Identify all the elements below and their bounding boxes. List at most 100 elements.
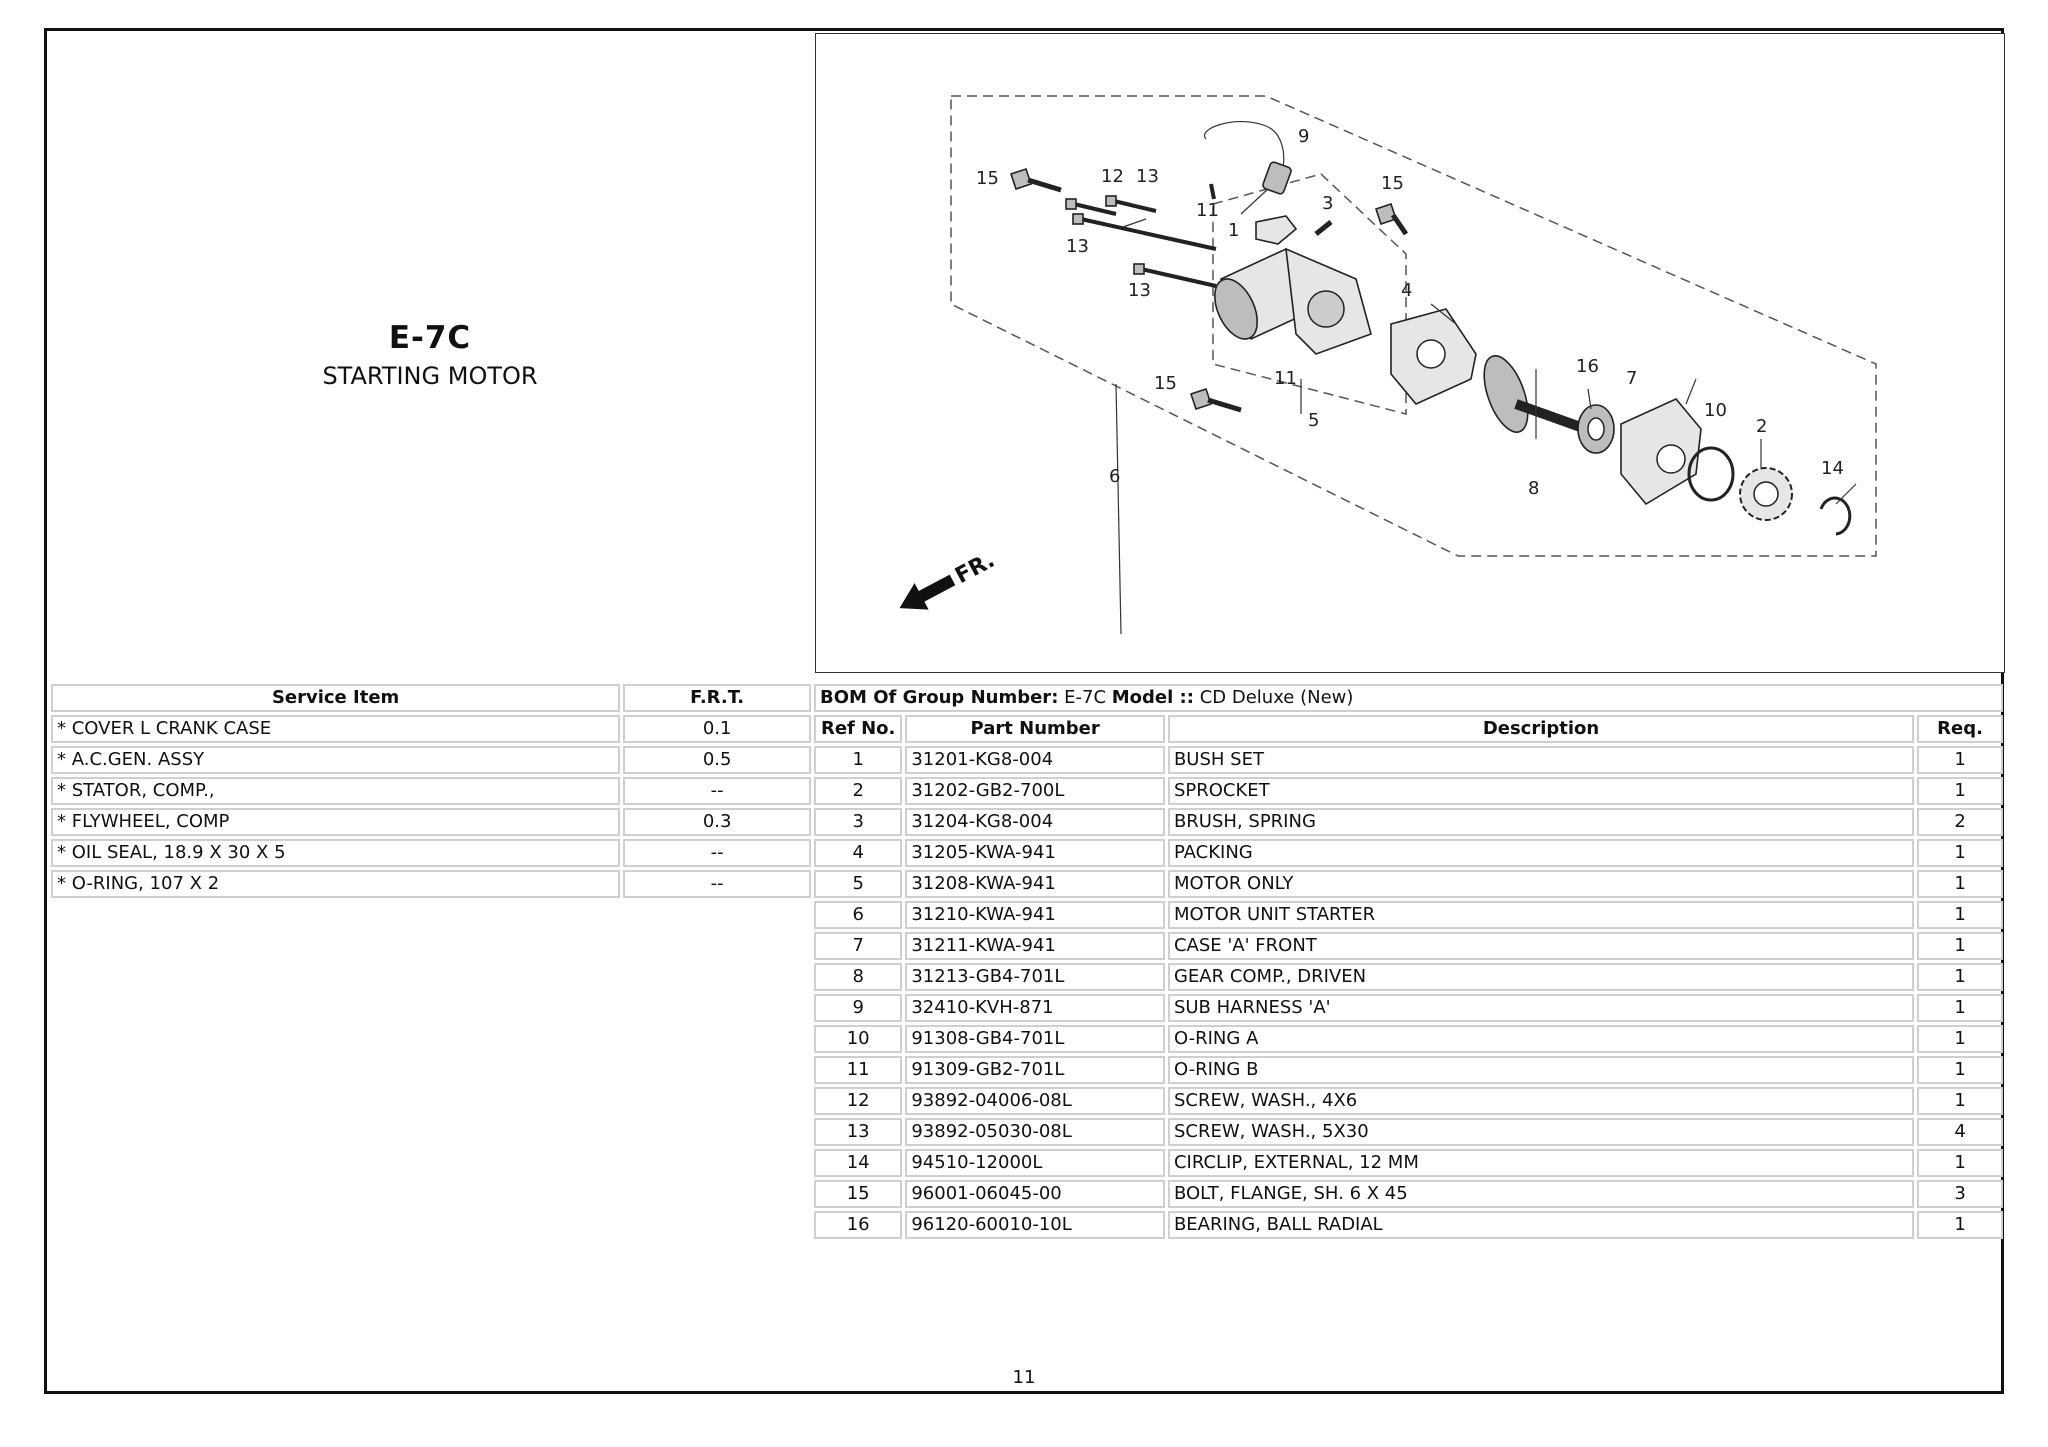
- service-item-header: Service Item: [51, 684, 621, 712]
- table-row: * A.C.GEN. ASSY 0.5: [51, 746, 811, 774]
- ref-no: 16: [814, 1211, 903, 1239]
- description: BRUSH, SPRING: [1167, 808, 1915, 836]
- callout-15-a: 15: [976, 168, 999, 189]
- callout-13-c: 13: [1066, 236, 1089, 257]
- ref-no: 4: [814, 839, 903, 867]
- front-arrow-label: FR.: [951, 548, 999, 589]
- table-row: * STATOR, COMP., --: [51, 777, 811, 805]
- description-header: Description: [1167, 715, 1915, 743]
- description: PACKING: [1167, 839, 1915, 867]
- service-item: * COVER L CRANK CASE: [51, 715, 621, 743]
- bearing-16: [1577, 404, 1615, 454]
- frt-value: --: [623, 777, 811, 805]
- part-number: 93892-04006-08L: [905, 1087, 1165, 1115]
- req-qty: 1: [1917, 1149, 2003, 1177]
- part-number: 91309-GB2-701L: [905, 1056, 1165, 1084]
- bolt-15-a: [1009, 167, 1062, 193]
- req-qty: 3: [1917, 1180, 2003, 1208]
- callout-5: 5: [1308, 410, 1319, 431]
- description: O-RING A: [1167, 1025, 1915, 1053]
- req-qty: 2: [1917, 808, 2003, 836]
- callout-12: 11: [1196, 200, 1219, 221]
- part-number: 31213-GB4-701L: [905, 963, 1165, 991]
- group-title-block: E-7C STARTING MOTOR: [44, 320, 816, 390]
- brush-spring-3: [1314, 220, 1333, 236]
- req-qty: 1: [1917, 1025, 2003, 1053]
- part-number: 31211-KWA-941: [905, 932, 1165, 960]
- description: O-RING B: [1167, 1056, 1915, 1084]
- table-row: * OIL SEAL, 18.9 X 30 X 5 --: [51, 839, 811, 867]
- description: GEAR COMP., DRIVEN: [1167, 963, 1915, 991]
- service-item: * A.C.GEN. ASSY: [51, 746, 621, 774]
- callout-13-d: 13: [1128, 280, 1151, 301]
- bom-caption-row: BOM Of Group Number: E-7C Model :: CD De…: [814, 684, 2003, 712]
- gear-driven-8: [1483, 355, 1588, 434]
- part-number: 31208-KWA-941: [905, 870, 1165, 898]
- ref-no: 10: [814, 1025, 903, 1053]
- o-ring-10: [1687, 446, 1735, 502]
- frt-value: 0.5: [623, 746, 811, 774]
- bom-model-value: CD Deluxe (New): [1199, 687, 1354, 708]
- callout-2: 2: [1756, 416, 1767, 437]
- req-qty: 1: [1917, 777, 2003, 805]
- description: CIRCLIP, EXTERNAL, 12 MM: [1167, 1149, 1915, 1177]
- description: MOTOR UNIT STARTER: [1167, 901, 1915, 929]
- bom-caption: BOM Of Group Number: E-7C Model :: CD De…: [814, 684, 2003, 712]
- ref-no: 7: [814, 932, 903, 960]
- description: SUB HARNESS 'A': [1167, 994, 1915, 1022]
- service-item: * STATOR, COMP.,: [51, 777, 621, 805]
- frt-value: --: [623, 870, 811, 898]
- ref-no: 11: [814, 1056, 903, 1084]
- bom-header-row: Ref No. Part Number Description Req.: [814, 715, 2003, 743]
- description: BEARING, BALL RADIAL: [1167, 1211, 1915, 1239]
- assembly-outline-6: [950, 95, 1877, 557]
- description: SPROCKET: [1167, 777, 1915, 805]
- group-name: STARTING MOTOR: [322, 362, 538, 390]
- callout-3: 3: [1322, 193, 1333, 214]
- screw-12: [1209, 183, 1216, 200]
- part-number: 31205-KWA-941: [905, 839, 1165, 867]
- page-number: 11: [1012, 1367, 1036, 1388]
- req-qty: 1: [1917, 1087, 2003, 1115]
- service-header-row: Service Item F.R.T.: [51, 684, 811, 712]
- bom-group-label: BOM Of Group Number:: [820, 687, 1059, 708]
- description: SCREW, WASH., 4X6: [1167, 1087, 1915, 1115]
- service-items-table: Service Item F.R.T. * COVER L CRANK CASE…: [48, 681, 814, 901]
- ref-no: 3: [814, 808, 903, 836]
- bom-model-label: Model ::: [1111, 687, 1194, 708]
- ref-no: 13: [814, 1118, 903, 1146]
- group-code: E-7C: [388, 320, 472, 356]
- motor-body: [1214, 247, 1372, 355]
- req-qty: 1: [1917, 746, 2003, 774]
- ref-no: 6: [814, 901, 903, 929]
- req-qty: 1: [1917, 994, 2003, 1022]
- ref-no: 9: [814, 994, 903, 1022]
- part-number: 94510-12000L: [905, 1149, 1165, 1177]
- part-number: 93892-05030-08L: [905, 1118, 1165, 1146]
- req-qty: 1: [1917, 870, 2003, 898]
- ref-no: 15: [814, 1180, 903, 1208]
- table-row: * COVER L CRANK CASE 0.1: [51, 715, 811, 743]
- exploded-parts-diagram: 9 15 12 13 11 3 15 1 13 13 4 16 7 15 11 …: [815, 33, 2005, 673]
- harness-wire: [1203, 121, 1285, 175]
- req-header: Req.: [1917, 715, 2003, 743]
- table-row: * O-RING, 107 X 2 --: [51, 870, 811, 898]
- part-number: 31204-KG8-004: [905, 808, 1165, 836]
- callout-15-c: 15: [1154, 373, 1177, 394]
- bom-group-value: E-7C: [1064, 687, 1107, 708]
- callout-11: 11: [1274, 368, 1297, 389]
- service-item: * OIL SEAL, 18.9 X 30 X 5: [51, 839, 621, 867]
- service-item: * O-RING, 107 X 2: [51, 870, 621, 898]
- part-number: 96120-60010-10L: [905, 1211, 1165, 1239]
- sprocket-2: [1739, 467, 1793, 521]
